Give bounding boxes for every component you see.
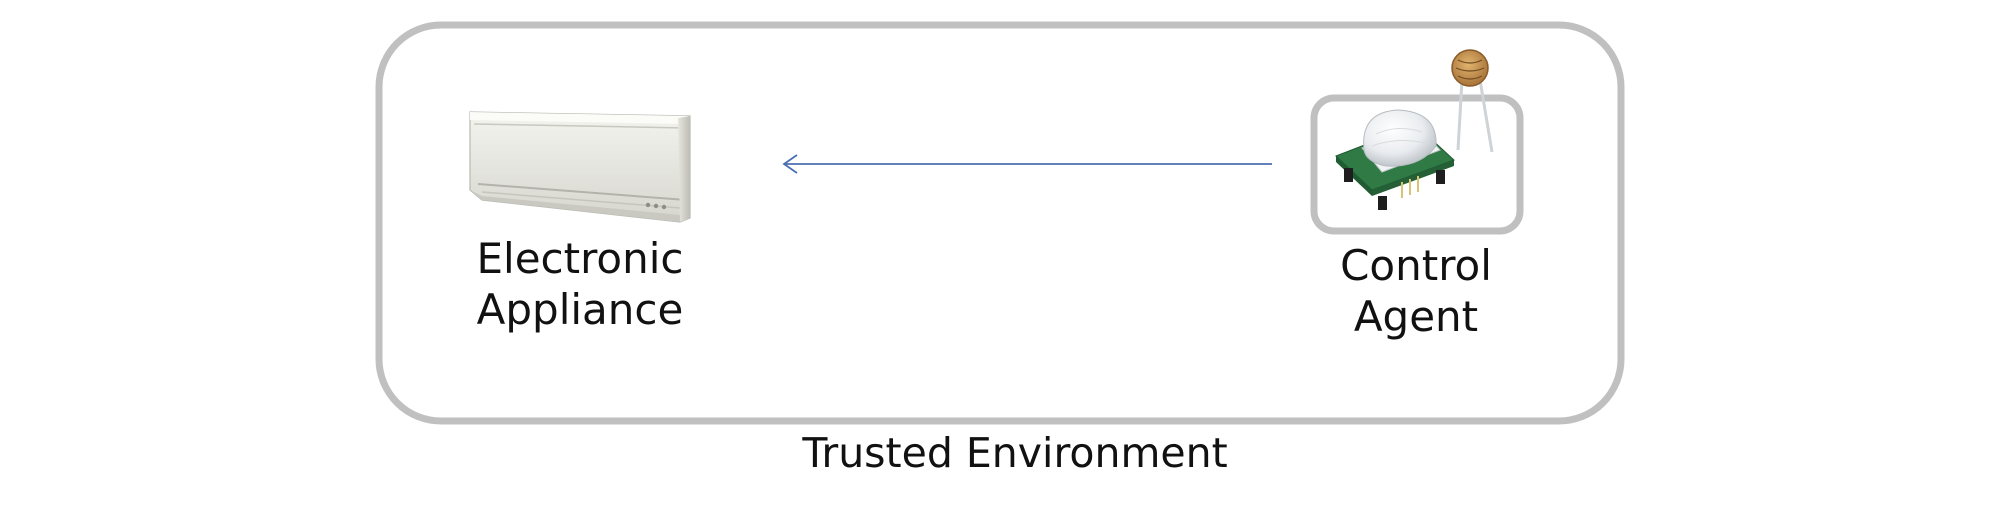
wall-mounted-air-conditioner-icon — [469, 111, 691, 223]
trusted-environment-boundary — [375, 21, 1625, 425]
electronic-appliance-label-line-2: Appliance — [476, 285, 684, 334]
electronic-appliance-label-line-1: Electronic — [476, 234, 684, 283]
control-agent-label-line-1: Control — [1340, 241, 1492, 290]
pir-motion-sensor-and-photoresistor-icon — [1335, 49, 1494, 210]
trusted-environment-label: Trusted Environment — [802, 429, 1228, 477]
electronic-appliance-label: Electronic Appliance — [430, 233, 730, 335]
control-agent-frame — [1310, 94, 1524, 235]
control-agent-label: Control Agent — [1266, 240, 1566, 342]
control-agent-label-line-2: Agent — [1353, 292, 1479, 341]
control-arrow — [782, 154, 1272, 174]
